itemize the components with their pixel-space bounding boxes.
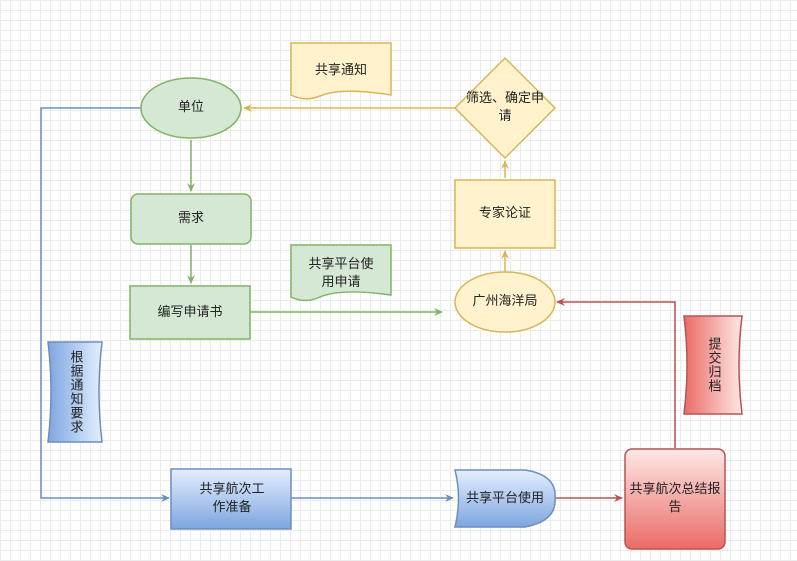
doc-share-notice-shape <box>290 42 392 100</box>
node-prep-shape <box>170 468 292 530</box>
node-bureau-shape <box>454 271 556 333</box>
doc-platform-application-shape <box>290 244 392 302</box>
edge-unit-to-prep <box>40 107 170 502</box>
doc-submit-archive[interactable]: 提交归档 <box>705 337 721 393</box>
edge-report-to-bureau <box>556 298 676 448</box>
node-unit[interactable]: 单位 <box>177 100 204 115</box>
doc-platform-application[interactable]: 共享平台使用申请 <box>308 257 374 290</box>
edges <box>40 104 676 502</box>
doc-submit-archive-shape <box>683 315 743 415</box>
node-screen-shape <box>453 56 557 160</box>
node-screen-confirm[interactable]: 筛选、确定申请 <box>465 91 544 124</box>
node-demand-shape <box>130 193 252 245</box>
node-voyage-summary-report[interactable]: 共享航次总结报告 <box>629 482 721 515</box>
node-write-shape <box>129 285 251 340</box>
node-unit-shape <box>140 77 242 139</box>
doc-per-notice-requirements[interactable]: 根据通知要求 <box>67 350 83 434</box>
doc-notice-requirements-shape <box>47 341 103 443</box>
node-report-shape <box>624 448 726 550</box>
doc-share-notice[interactable]: 共享通知 <box>314 63 367 78</box>
node-expert-shape <box>454 179 556 249</box>
node-shared-platform-use[interactable]: 共享平台使用 <box>465 490 544 506</box>
node-write-application[interactable]: 编写申请书 <box>157 304 223 320</box>
node-expert-review[interactable]: 专家论证 <box>478 206 531 221</box>
node-shared-voyage-prep[interactable]: 共享航次工作准备 <box>199 482 265 515</box>
node-platform-shape <box>454 469 556 528</box>
node-demand[interactable]: 需求 <box>177 211 204 226</box>
node-guangzhou-ocean-bureau[interactable]: 广州海洋局 <box>472 294 538 309</box>
